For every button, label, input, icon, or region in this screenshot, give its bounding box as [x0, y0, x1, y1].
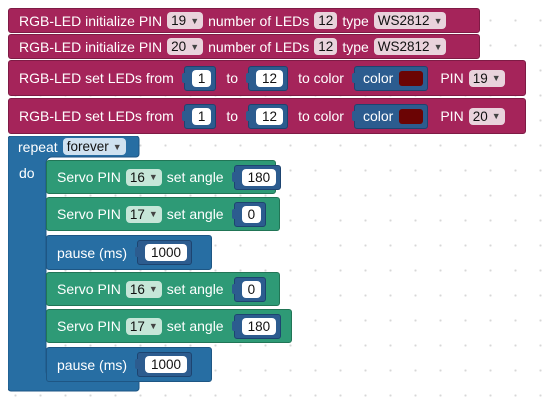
set-angle-label: set angle — [166, 281, 224, 297]
dropdown-arrow-icon: ▼ — [190, 15, 200, 26]
servo-label: Servo PIN — [57, 206, 121, 222]
pause-block-1[interactable]: pause (ms) 1000 — [46, 235, 212, 270]
color-word: color — [362, 108, 394, 124]
pin-value: 20 — [472, 108, 488, 124]
from-field[interactable]: 1 — [191, 69, 212, 87]
repeat-mode-dropdown[interactable]: forever▼ — [62, 138, 126, 155]
pin-value: 19 — [171, 13, 187, 28]
servo-block-3[interactable]: Servo PIN 16▼ set angle 0 — [46, 272, 280, 306]
dropdown-arrow-icon: ▼ — [148, 172, 158, 182]
pause-block-2[interactable]: pause (ms) 1000 — [46, 347, 212, 382]
to-socket[interactable]: 12 — [246, 65, 289, 91]
type-value: WS2812 — [377, 39, 430, 54]
repeat-mode-value: forever — [66, 139, 109, 154]
pin-dropdown[interactable]: 19▼ — [167, 12, 204, 29]
servo-block-1[interactable]: Servo PIN 16▼ set angle 180 — [46, 160, 282, 194]
pin-value: 17 — [129, 318, 145, 334]
led-count-label: number of LEDs — [208, 38, 310, 55]
color-swatch[interactable] — [399, 108, 424, 124]
angle-field[interactable]: 0 — [241, 280, 262, 298]
from-socket[interactable]: 1 — [181, 103, 217, 129]
angle-socket[interactable]: 180 — [231, 164, 282, 190]
pin-value: 16 — [129, 281, 145, 297]
pin-value: 19 — [472, 70, 488, 86]
do-label: do — [19, 165, 35, 181]
dropdown-arrow-icon: ▼ — [112, 141, 122, 152]
color-swatch[interactable] — [399, 70, 424, 86]
servo-pin-dropdown[interactable]: 16▼ — [125, 168, 162, 186]
rgb-init-block-1[interactable]: RGB-LED initialize PIN 19▼ number of LED… — [8, 8, 480, 33]
dropdown-arrow-icon: ▼ — [148, 284, 158, 294]
from-socket[interactable]: 1 — [181, 65, 217, 91]
angle-field[interactable]: 180 — [241, 168, 277, 186]
dropdown-arrow-icon: ▼ — [491, 73, 501, 83]
rgb-set-label: RGB-LED set LEDs from — [19, 70, 174, 86]
type-dropdown[interactable]: WS2812▼ — [373, 12, 447, 29]
led-count-label: number of LEDs — [208, 12, 310, 29]
dropdown-arrow-icon: ▼ — [148, 209, 158, 219]
dropdown-arrow-icon: ▼ — [433, 15, 443, 26]
pause-socket[interactable]: 1000 — [135, 352, 193, 377]
to-color-label: to color — [298, 70, 344, 86]
type-value: WS2812 — [377, 13, 430, 28]
led-count-field[interactable]: 12 — [314, 12, 338, 29]
angle-socket[interactable]: 0 — [231, 201, 267, 227]
pin-dropdown[interactable]: 20▼ — [167, 38, 204, 55]
servo-pin-dropdown[interactable]: 17▼ — [125, 317, 162, 335]
rgb-set-block-1[interactable]: RGB-LED set LEDs from 1 to 12 to color c… — [8, 60, 526, 96]
angle-field[interactable]: 0 — [241, 205, 262, 223]
servo-pin-dropdown[interactable]: 17▼ — [125, 205, 162, 223]
pin-dropdown[interactable]: 20▼ — [468, 107, 505, 125]
rgb-init-block-2[interactable]: RGB-LED initialize PIN 20▼ number of LED… — [8, 34, 480, 59]
dropdown-arrow-icon: ▼ — [190, 41, 200, 52]
to-field[interactable]: 12 — [256, 69, 284, 87]
dropdown-arrow-icon: ▼ — [148, 321, 158, 331]
repeat-label: repeat — [18, 138, 58, 155]
from-field[interactable]: 1 — [191, 107, 212, 125]
to-field[interactable]: 12 — [256, 107, 284, 125]
servo-block-4[interactable]: Servo PIN 17▼ set angle 180 — [46, 309, 292, 343]
rgb-init-label: RGB-LED initialize PIN — [19, 12, 163, 29]
set-angle-label: set angle — [166, 169, 224, 185]
pin-value: 20 — [171, 39, 187, 54]
dropdown-arrow-icon: ▼ — [433, 41, 443, 52]
to-label: to — [226, 70, 239, 86]
dropdown-arrow-icon: ▼ — [491, 111, 501, 121]
servo-label: Servo PIN — [57, 281, 121, 297]
led-count-field[interactable]: 12 — [314, 38, 338, 55]
angle-socket[interactable]: 0 — [231, 276, 267, 302]
to-socket[interactable]: 12 — [246, 103, 289, 129]
pause-label: pause (ms) — [57, 244, 128, 261]
pin-value: 17 — [129, 206, 145, 222]
type-label: type — [342, 38, 369, 55]
color-socket[interactable]: color — [351, 65, 429, 91]
servo-block-2[interactable]: Servo PIN 17▼ set angle 0 — [46, 197, 280, 231]
pin-label: PIN — [440, 70, 464, 86]
color-word: color — [362, 70, 394, 86]
rgb-set-label: RGB-LED set LEDs from — [19, 108, 174, 124]
pause-label: pause (ms) — [57, 356, 128, 373]
set-angle-label: set angle — [166, 206, 224, 222]
pin-label: PIN — [440, 108, 464, 124]
pause-field[interactable]: 1000 — [145, 244, 188, 261]
servo-label: Servo PIN — [57, 169, 121, 185]
pause-field[interactable]: 1000 — [145, 356, 188, 373]
rgb-init-label: RGB-LED initialize PIN — [19, 38, 163, 55]
angle-field[interactable]: 180 — [241, 317, 277, 335]
servo-pin-dropdown[interactable]: 16▼ — [125, 280, 162, 298]
rgb-set-block-2[interactable]: RGB-LED set LEDs from 1 to 12 to color c… — [8, 98, 526, 134]
color-socket[interactable]: color — [351, 103, 429, 129]
to-color-label: to color — [298, 108, 344, 124]
to-label: to — [226, 108, 239, 124]
angle-socket[interactable]: 180 — [231, 313, 282, 339]
pause-socket[interactable]: 1000 — [135, 240, 193, 265]
servo-label: Servo PIN — [57, 318, 121, 334]
type-label: type — [342, 12, 369, 29]
type-dropdown[interactable]: WS2812▼ — [373, 38, 447, 55]
set-angle-label: set angle — [166, 318, 224, 334]
pin-value: 16 — [129, 169, 145, 185]
pin-dropdown[interactable]: 19▼ — [468, 69, 505, 87]
